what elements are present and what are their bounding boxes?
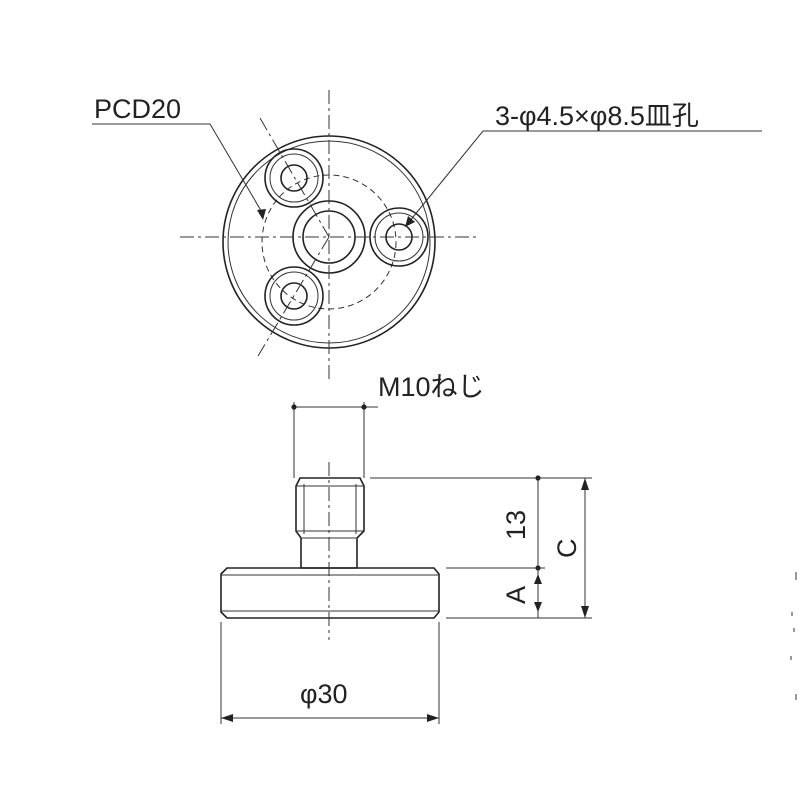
pcd-leader: [92, 123, 264, 215]
center-line-diagonal-upper: [259, 117, 330, 238]
dimension-a-label: A: [501, 586, 531, 604]
hole-upper-left: [264, 148, 324, 208]
diameter-label: φ30: [300, 679, 348, 709]
top-view: PCD20 3-φ4.5×φ8.5皿孔: [92, 90, 762, 382]
pcd-leader-arrow: [257, 209, 266, 220]
center-line-diagonal-lower: [257, 236, 330, 357]
threaded-stud: [295, 477, 365, 569]
holes-label: 3-φ4.5×φ8.5皿孔: [495, 101, 699, 131]
pcd-label: PCD20: [94, 94, 181, 124]
hole-lower-left: [264, 266, 324, 326]
dimension-c-label: C: [552, 539, 582, 559]
dimension-13-label: 13: [501, 510, 531, 540]
base-disk: [220, 567, 440, 619]
edge-marks: [790, 572, 797, 700]
holes-leader-arrow: [405, 216, 415, 227]
thread-label: M10ねじ: [378, 372, 485, 402]
holes-leader: [408, 130, 762, 223]
side-view: M10ねじ 13 A C φ30: [220, 372, 797, 724]
